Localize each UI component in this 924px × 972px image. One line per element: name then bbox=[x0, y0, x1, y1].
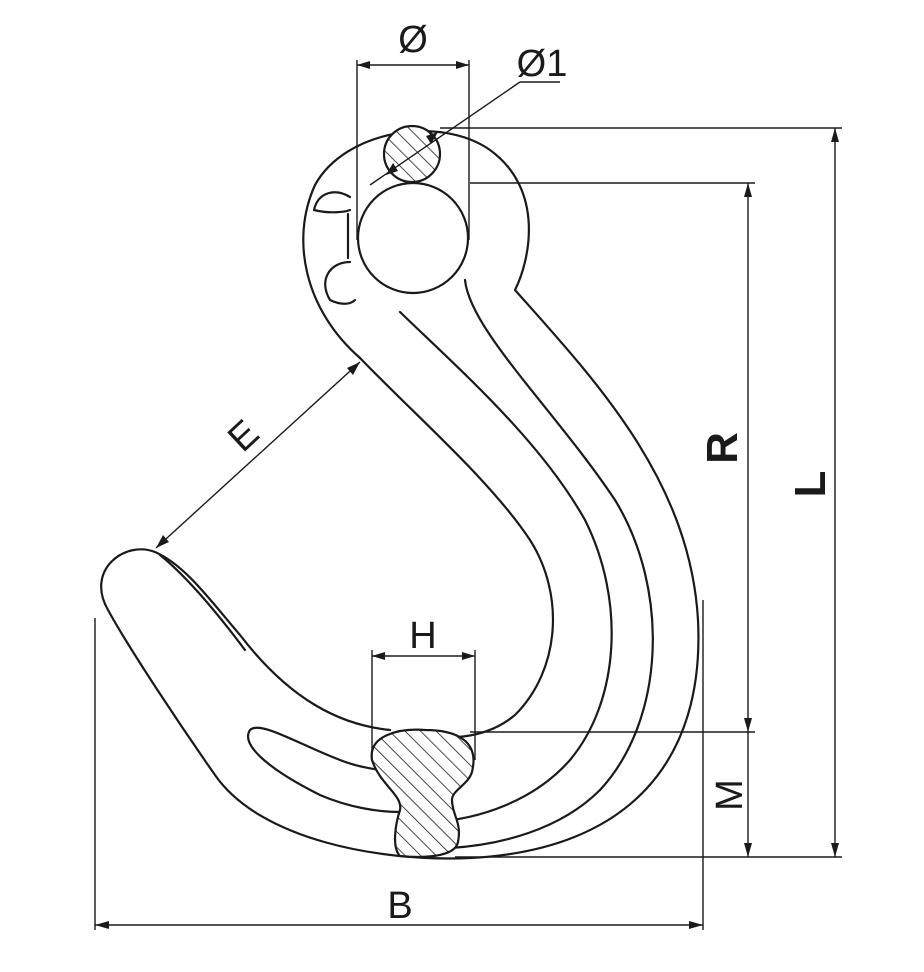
hook-tip-edge bbox=[158, 553, 247, 652]
eye-section-hatched bbox=[382, 124, 442, 184]
dim-E bbox=[155, 361, 361, 549]
label-M: M bbox=[709, 779, 751, 811]
eye-hole bbox=[356, 181, 470, 295]
dim-H bbox=[371, 650, 476, 760]
hook-eye bbox=[312, 124, 470, 305]
hook-outer-contour bbox=[100, 130, 700, 860]
dim-diameter1 bbox=[369, 81, 560, 186]
eye-slot-mark-top bbox=[312, 191, 352, 214]
dim-M bbox=[455, 731, 842, 858]
label-diameter1: Ø1 bbox=[517, 43, 568, 85]
dim-R bbox=[470, 182, 755, 732]
label-R: R bbox=[698, 432, 747, 464]
label-H: H bbox=[409, 615, 436, 657]
label-diameter: Ø bbox=[398, 19, 428, 61]
bottom-section-hatched bbox=[370, 728, 475, 858]
hook-flank-line-1 bbox=[398, 310, 613, 824]
hook-flank-line-2 bbox=[448, 278, 654, 850]
dim-L bbox=[440, 127, 842, 857]
label-B: B bbox=[387, 885, 412, 927]
dim-diameter bbox=[356, 60, 470, 240]
hook-inner-contour bbox=[358, 356, 554, 739]
label-L: L bbox=[786, 471, 835, 498]
hook-body bbox=[100, 130, 700, 860]
dim-B bbox=[94, 600, 704, 930]
eye-slot-mark-bottom bbox=[324, 260, 357, 305]
